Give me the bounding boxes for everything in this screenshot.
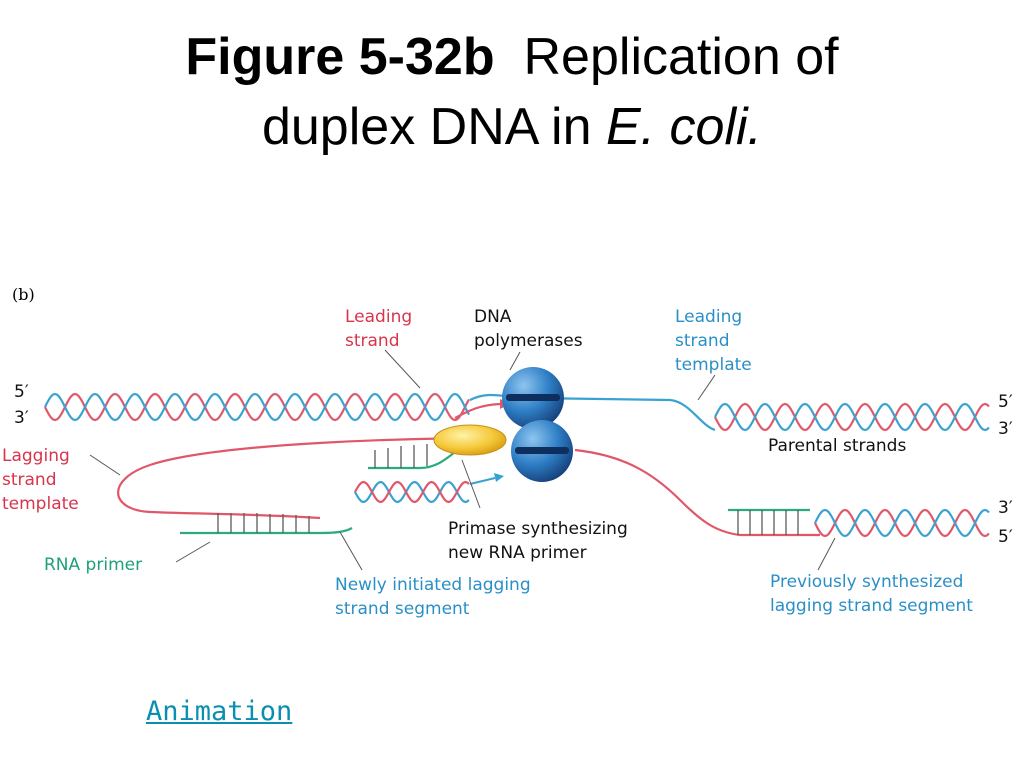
rna-primer-strand-left [180, 527, 353, 535]
label-right-bottom-3prime: 3′ [998, 498, 1013, 518]
left-helix-blue-strand [44, 392, 470, 422]
lagging-synthesis-arrowhead [494, 473, 504, 482]
dna-polymerase-bottom [511, 420, 573, 482]
label-right-top-3prime: 3′ [998, 419, 1013, 439]
label-parental-strands: Parental strands [768, 436, 906, 456]
title-line-2: duplex DNA in E. coli. [0, 92, 1024, 162]
leading-strand-arrow [454, 402, 501, 419]
animation-link[interactable]: Animation [146, 696, 293, 727]
lagging-template-lower [574, 448, 820, 537]
title-text: Replication of [523, 28, 839, 86]
previous-segment-red-strand [814, 508, 990, 538]
lagging-synthesis-arrow [469, 477, 496, 485]
title-organism: E. coli. [605, 98, 763, 156]
title-line-1: Figure 5-32b Replication of [0, 22, 1024, 92]
dna-replication-diagram: (b) [2, 285, 1013, 619]
previous-segment-rungs [737, 510, 799, 535]
panel-tag: (b) [12, 285, 35, 304]
newly-initiated-template [354, 480, 470, 504]
label-right-bottom-5prime: 5′ [998, 527, 1013, 547]
right-helix-red-strand [714, 402, 990, 432]
label-rna-primer: RNA primer [44, 555, 142, 575]
leader-lines [89, 349, 836, 571]
newly-initiated-segment [354, 480, 470, 504]
primase [433, 424, 507, 456]
lagging-template-loop [117, 436, 501, 520]
new-primer-rungs [374, 444, 428, 468]
rna-primer-rungs-left [217, 513, 310, 533]
new-rna-primer [368, 451, 456, 470]
figure-title: Figure 5-32b Replication of duplex DNA i… [0, 22, 1024, 162]
label-left-3prime: 3′ [14, 408, 29, 428]
dna-polymerase-top [502, 367, 564, 429]
previous-segment-blue-strand [814, 508, 990, 538]
title-figure-number: Figure 5-32b [185, 28, 495, 86]
label-left-5prime: 5′ [14, 382, 29, 402]
title-text-2: duplex DNA in [261, 98, 592, 156]
label-right-top-5prime: 5′ [998, 392, 1013, 412]
left-helix-red-strand [44, 392, 470, 422]
right-helix-blue-strand [714, 402, 990, 432]
